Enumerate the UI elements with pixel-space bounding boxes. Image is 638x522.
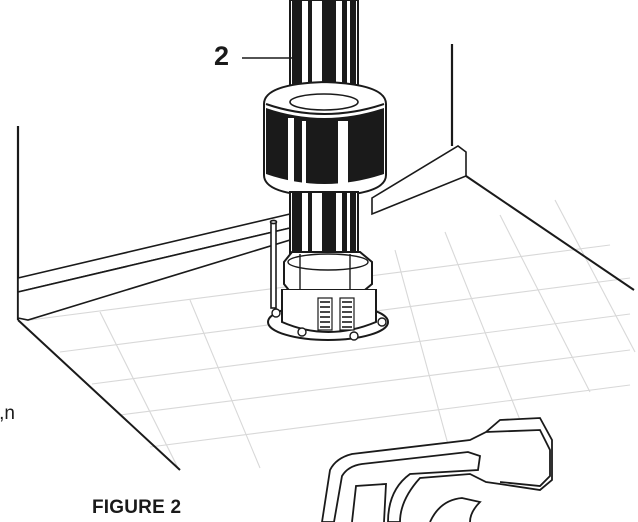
pipe-collar (263, 80, 387, 198)
callout-number: 2 (214, 41, 230, 71)
hex-nut (283, 251, 373, 295)
clipped-text-fragment: n, (0, 404, 15, 424)
figure-caption: FIGURE 2 (92, 497, 182, 518)
floor-tile-grid (29, 199, 636, 471)
flange-base (267, 289, 389, 341)
wrench-tool (321, 417, 553, 522)
floor-edges (17, 175, 635, 471)
baseboard (17, 145, 467, 321)
anchor-rod (269, 219, 278, 309)
